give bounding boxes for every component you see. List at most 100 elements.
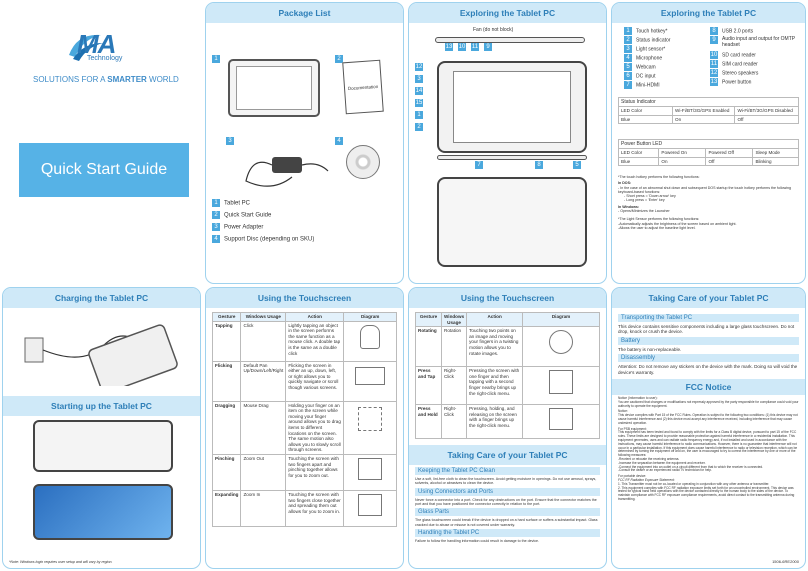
table-cell: LED Color — [617, 148, 660, 158]
item-number: 3 — [226, 137, 234, 145]
table-cell: Off — [734, 114, 799, 125]
press-tap-gesture-icon — [549, 370, 574, 395]
login-note: *Note: Windows login requires user setup… — [9, 559, 113, 564]
table-cell: On — [658, 156, 707, 167]
care-heading: Disassembly — [618, 354, 799, 363]
column-header: Action — [285, 312, 345, 322]
tap-gesture-icon — [360, 324, 381, 349]
column-header: Diagram — [343, 312, 397, 322]
care-text: Failure to follow the handling informati… — [415, 538, 540, 543]
usage-cell: Rotation — [440, 326, 468, 368]
usage-cell: Click — [240, 320, 287, 362]
item-number: 1 — [212, 199, 220, 207]
charging-icon — [24, 324, 178, 394]
diagram-cell — [343, 400, 397, 455]
port-number: 4 — [624, 54, 632, 62]
flick-gesture-icon — [355, 366, 386, 385]
status-table-title: Status Indicator — [618, 97, 799, 106]
care-heading: Glass Parts — [415, 508, 600, 517]
note-line: -Automatically adjusts the brightness of… — [618, 221, 737, 226]
gesture-cell: Pinching — [211, 453, 242, 491]
port-label: DC input — [636, 73, 656, 80]
panel-title: Exploring the Tablet PC — [612, 3, 805, 23]
gesture-table: Gesture Windows Usage Action Diagram Rot… — [415, 311, 600, 440]
panel-title: Using the Touchscreen — [409, 288, 606, 308]
panel-title: Using the Touchscreen — [206, 288, 403, 308]
callout: 14 — [415, 87, 423, 95]
care-text: The battery is non-replaceable. — [618, 346, 682, 352]
port-label: Touch hotkey* — [636, 28, 668, 35]
usage-cell: Zoom Out — [240, 453, 287, 491]
title-banner: Quick Start Guide — [19, 143, 189, 197]
power-table-title: Power Button LED — [618, 139, 799, 148]
fcc-line: 2. This equipment complies with FCC RF r… — [618, 485, 795, 501]
fcc-line: -Connect the equipment into an outlet on… — [618, 464, 764, 469]
care-text: Attention: Do not remove any stickers on… — [618, 364, 798, 375]
port-number: 3 — [624, 45, 632, 53]
callout: 8 — [535, 161, 543, 169]
gesture-cell: Press and Hold — [415, 404, 442, 440]
column-header: Windows Usage — [440, 311, 468, 328]
table-cell: Blinking — [752, 156, 799, 167]
adapter-icon — [245, 157, 329, 187]
care-sections: Keeping the Tablet PC Clean Use a soft, … — [415, 467, 600, 543]
action-cell: Lightly tapping an object in the screen … — [285, 320, 345, 362]
tagline-part: WORLD — [146, 75, 179, 84]
item-number: 2 — [212, 210, 220, 219]
notes: *The touch hotkey performs the following… — [618, 175, 799, 230]
item-number: 4 — [212, 234, 220, 243]
fcc-line: This device complies with Part 15 of the… — [618, 413, 798, 425]
section-title: Taking Care of your Tablet PC — [409, 445, 606, 466]
table-cell: Off — [705, 156, 754, 167]
port-number: 1 — [624, 27, 632, 35]
column-header: Gesture — [415, 311, 442, 328]
fcc-line: For portable device: — [618, 474, 647, 479]
care-heading: Transporting the Tablet PC — [618, 314, 799, 322]
note-line: In Windows: — [618, 204, 640, 209]
tablet-image — [228, 59, 320, 117]
fcc-line: Notice (Information to user): — [618, 396, 658, 401]
note-line: -Allows the user to adjust the baseline … — [618, 225, 696, 230]
port-number: 8 — [710, 27, 718, 35]
callout: 1 — [415, 111, 423, 119]
fcc-line: -Increase the separation between the equ… — [618, 460, 706, 465]
usage-cell: Mouse Drag — [240, 400, 287, 455]
fan-note: Fan (do not block) — [473, 27, 514, 33]
logo-subtext: Technology — [87, 55, 123, 62]
note-line: *The touch hotkey performs the following… — [618, 175, 700, 179]
item-number: 3 — [212, 222, 220, 231]
fcc-line: -Reorient or relocate the receiving ante… — [618, 456, 680, 461]
cover-panel: MA Technology SOLUTIONS FOR A SMARTER WO… — [2, 2, 201, 284]
diagram-cell — [343, 489, 397, 527]
documentation-image: Documentation — [342, 59, 384, 115]
tagline: SOLUTIONS FOR A SMARTER WORLD — [33, 75, 179, 84]
expand-gesture-icon — [358, 493, 383, 516]
usage-cell: Zoom In — [240, 489, 287, 527]
fcc-line: For PSB equipment: — [618, 426, 647, 431]
callout: 11 — [471, 43, 479, 51]
diagram-cell — [343, 320, 397, 362]
port-number: 2 — [624, 36, 632, 44]
port-number: 10 — [710, 51, 718, 59]
note-line: - Opens/Minimizes the Launcher — [618, 209, 670, 214]
tablet-front — [437, 61, 587, 153]
port-number: 12 — [710, 69, 718, 77]
table-cell: LED Color — [618, 106, 673, 116]
care-heading: Using Connectors and Ports — [415, 487, 600, 496]
callout: 13 — [445, 43, 453, 51]
port-label: Power button — [722, 79, 752, 86]
note-line: - Short press = 'Down arrow' key — [624, 194, 676, 199]
action-cell: Pressing the screen with one finger and … — [466, 366, 524, 406]
